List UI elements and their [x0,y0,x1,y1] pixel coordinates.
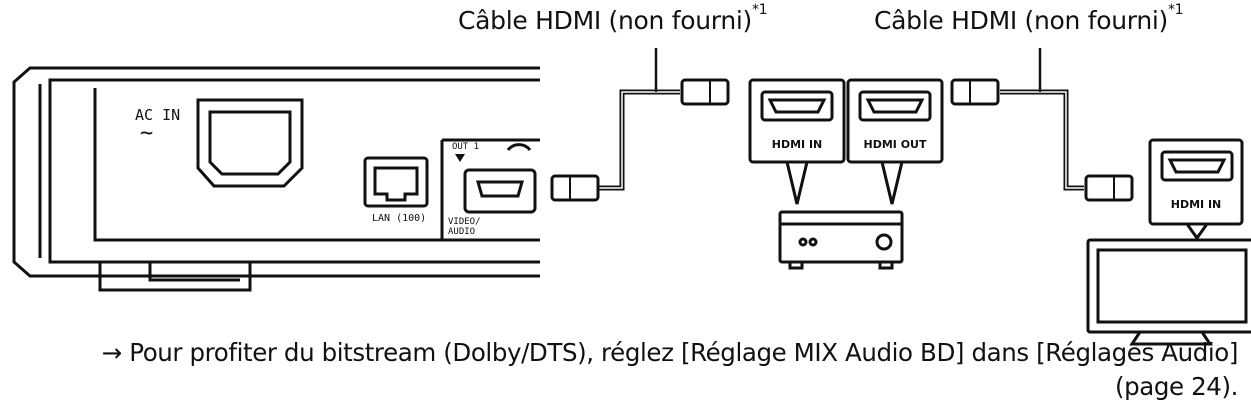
hdmi-cable-1 [550,48,730,202]
lan-label: LAN (100) [372,213,426,224]
av-receiver [778,210,904,270]
note-line-1: → Pour profiter du bitstream (Dolby/DTS)… [101,338,1239,367]
out-label: OUT 1 [452,142,479,152]
player-hdmi-panel [440,138,540,240]
tv [1086,238,1251,346]
amp-hdmi-in-box [748,78,846,205]
out-arrow-icon [455,154,465,162]
lan-port [363,156,429,208]
footnote-mark: *1 [1167,2,1184,18]
ac-in-label: AC IN [135,106,180,124]
player-rear-panel [12,66,540,292]
cable-label-right: Câble HDMI (non fourni)*1 [874,2,1184,35]
footnote-mark: *1 [751,2,768,18]
video-audio-label-1: VIDEO/ [448,217,481,227]
note-line-2: (page 24). [1114,372,1238,401]
amp-hdmi-in-label: HDMI IN [772,138,823,151]
arrow-icon: → [101,338,123,367]
ac-symbol: ~ [140,121,153,146]
ac-in-socket [196,98,304,188]
hdmi-cable-2 [950,48,1134,202]
cable-label-left: Câble HDMI (non fourni)*1 [458,2,768,35]
amp-hdmi-out-box [846,78,944,205]
tv-hdmi-in-box [1148,138,1244,241]
tv-hdmi-in-label: HDMI IN [1171,198,1222,211]
video-audio-label-2: AUDIO [448,227,475,237]
amp-hdmi-out-label: HDMI OUT [864,138,927,151]
